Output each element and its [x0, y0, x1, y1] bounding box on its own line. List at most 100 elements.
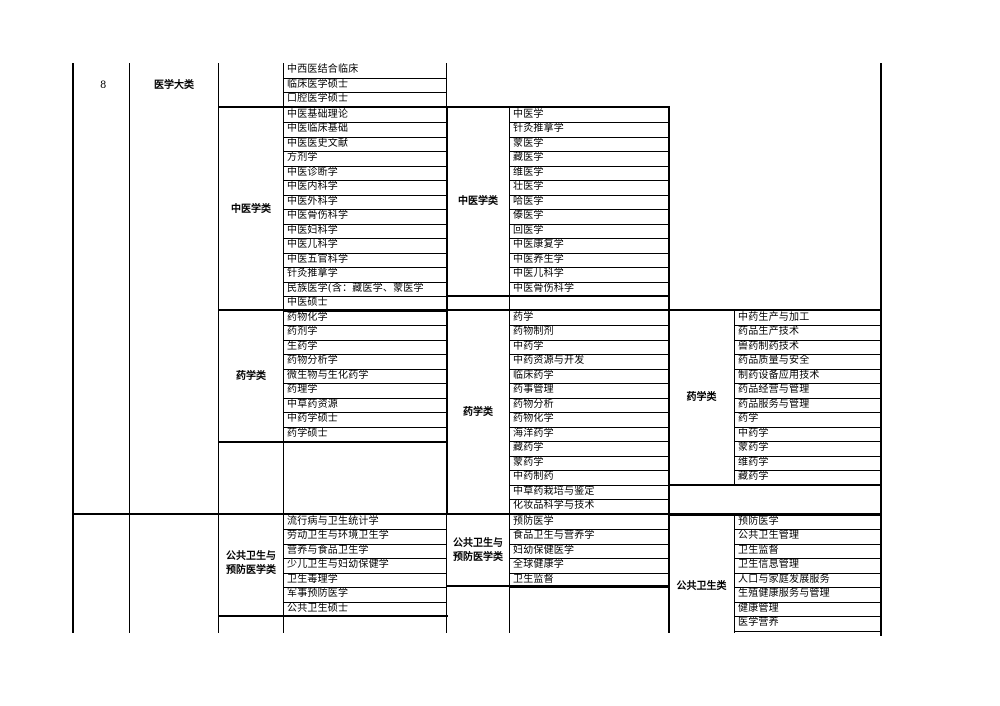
list-item-divider — [510, 223, 668, 225]
colA-pharm-bottom — [218, 441, 448, 443]
list-item-divider — [510, 426, 668, 428]
colB-right — [668, 107, 670, 633]
list-item-divider — [735, 601, 881, 603]
list-item: 藏药学 — [738, 471, 769, 482]
list-item-divider — [284, 151, 446, 152]
list-item: 回医学 — [513, 224, 544, 236]
colA-ph-label: 公共卫生与 预防医学类 — [219, 550, 283, 578]
list-item: 药事管理 — [513, 384, 554, 395]
list-item: 方剂学 — [287, 152, 318, 163]
list-item-divider — [284, 106, 446, 108]
list-item-divider — [510, 122, 668, 123]
list-item-divider — [284, 441, 446, 442]
list-item: 中药制药 — [513, 471, 554, 482]
list-item: 中药学 — [738, 427, 769, 439]
list-item-divider — [284, 77, 446, 79]
list-item-divider — [735, 397, 881, 399]
list-item: 全球健康学 — [513, 559, 564, 570]
major-category-label: 医学大类 — [154, 80, 194, 91]
colC-label-divider-2 — [734, 514, 735, 633]
list-item: 药理学 — [287, 384, 318, 395]
row-number: 8 — [100, 80, 107, 91]
list-item: 药品生产技术 — [738, 326, 800, 337]
list-item-divider — [510, 543, 668, 545]
colA-ph-label-line2: 预防医学类 — [226, 565, 276, 576]
list-item-divider — [284, 238, 446, 239]
colA-tcm-label: 中医学类 — [231, 204, 271, 215]
list-item-divider — [735, 470, 881, 471]
list-item: 针灸推拿学 — [513, 123, 564, 134]
list-item: 劳动卫生与环境卫生学 — [287, 530, 389, 541]
list-item: 中医养生学 — [513, 253, 564, 265]
list-item: 卫生毒理学 — [287, 573, 338, 585]
list-item: 人口与家庭发展服务 — [738, 573, 830, 585]
list-item: 傣医学 — [513, 210, 544, 221]
list-item: 中医临床基础 — [287, 123, 349, 134]
list-item-divider — [284, 572, 446, 574]
list-item-divider — [735, 484, 881, 486]
list-item-divider — [510, 151, 668, 152]
list-item-divider — [510, 470, 668, 471]
list-item: 兽药制药技术 — [738, 340, 800, 352]
list-item-divider — [510, 281, 668, 283]
colC-ph-top — [668, 514, 882, 516]
colB-tcm-label: 中医学类 — [458, 196, 498, 207]
list-item: 蒙药学 — [513, 456, 544, 468]
list-item: 药学硕士 — [287, 427, 328, 439]
list-item-divider — [510, 441, 668, 442]
colB-ph-label-line1: 公共卫生与 — [453, 538, 503, 549]
list-item-divider — [510, 194, 668, 196]
list-item: 卫生监督 — [513, 573, 554, 585]
list-item: 化妆品科学与技术 — [513, 500, 595, 511]
list-item: 卫生信息管理 — [738, 559, 800, 570]
list-item: 公共卫生硕士 — [287, 602, 349, 614]
list-item: 微生物与生化药学 — [287, 369, 369, 381]
list-item: 预防医学 — [513, 515, 554, 527]
list-item-divider — [735, 630, 881, 632]
list-item-divider — [284, 426, 446, 428]
list-item-divider — [735, 354, 881, 355]
list-item: 藏药学 — [513, 442, 544, 453]
list-item: 哈医学 — [513, 195, 544, 207]
list-item: 海洋药学 — [513, 427, 554, 439]
list-item: 中医诊断学 — [287, 166, 338, 178]
list-item-divider — [510, 238, 668, 239]
num-col-divider — [129, 63, 130, 633]
list-item-divider — [510, 252, 668, 254]
list-item-divider — [510, 180, 668, 181]
list-item: 蒙医学 — [513, 137, 544, 149]
colA-right — [446, 63, 447, 108]
list-item-divider — [284, 558, 446, 559]
list-item: 药品服务与管理 — [738, 398, 810, 410]
list-item-divider — [510, 587, 668, 588]
list-item: 营养与食品卫生学 — [287, 544, 369, 556]
cat-col-divider — [218, 63, 219, 633]
colA-pharm-label: 药学类 — [236, 371, 266, 382]
list-item-divider — [735, 455, 881, 457]
list-item: 中医学 — [513, 108, 544, 120]
list-item: 民族医学(含：藏医学、蒙医学 — [287, 282, 424, 294]
colB-ph-bottom — [446, 585, 670, 587]
list-item-divider — [284, 223, 446, 225]
list-item: 中医儿科学 — [513, 268, 564, 279]
list-item: 口腔医学硕士 — [287, 93, 349, 104]
list-item: 针灸推拿学 — [287, 268, 338, 279]
list-item: 中药生产与加工 — [738, 311, 810, 323]
list-item: 临床医学硕士 — [287, 78, 349, 90]
list-item: 中药学硕士 — [287, 413, 338, 424]
list-item-divider — [284, 412, 446, 413]
list-item-divider — [284, 368, 446, 370]
list-item-divider — [735, 572, 881, 574]
list-item-divider — [735, 426, 881, 428]
list-item-divider — [735, 383, 881, 384]
list-item-divider — [510, 368, 668, 370]
list-item-divider — [735, 587, 881, 588]
list-item-divider — [735, 368, 881, 370]
list-item-divider — [284, 543, 446, 545]
list-item: 中医基础理论 — [287, 108, 349, 120]
list-item: 药物分析 — [513, 398, 554, 410]
list-item: 流行病与卫生统计学 — [287, 515, 379, 527]
list-item: 药物制剂 — [513, 326, 554, 337]
list-item: 药学 — [513, 311, 534, 323]
list-item: 中医外科学 — [287, 195, 338, 207]
